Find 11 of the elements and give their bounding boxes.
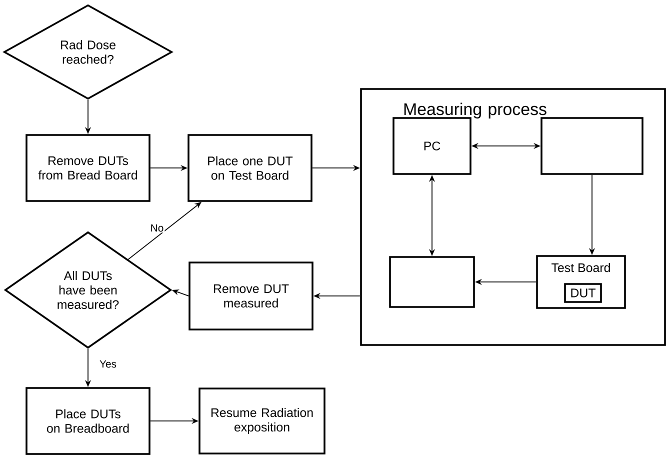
process-box: Remove DUTs from Bread Board [26,134,150,202]
process-box [540,117,644,175]
edge-label: Yes [98,359,118,369]
process-box: Remove DUT measured [188,262,314,330]
process-box [389,256,475,308]
process-box: Place one DUT on Test Board [188,134,312,202]
process-box: Place DUTs on Breadboard [26,387,150,455]
process-box: DUT [564,283,602,303]
process-box: Resume Radiation exposition [198,388,326,454]
edge-label: No [149,223,165,233]
process-box: PC [392,117,472,175]
